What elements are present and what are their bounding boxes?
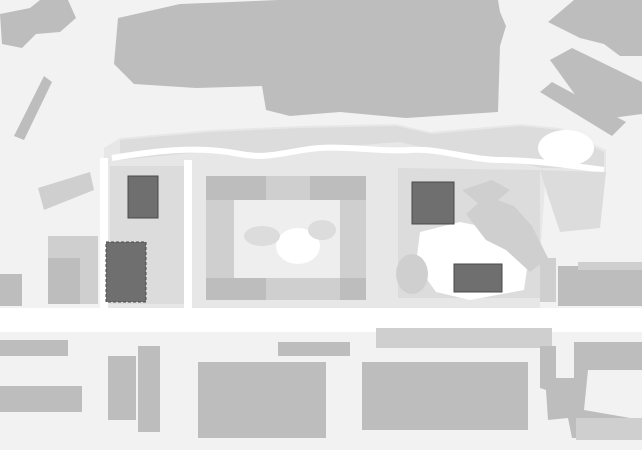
green-right-diagonal [540,170,606,232]
walk-strip-left [100,158,108,310]
building-bottom-strip [376,328,552,348]
building-left-angled [38,172,94,210]
building-right-site-1 [540,258,556,302]
building-bottom-narrow-1 [108,356,136,420]
highlighted-building-2 [105,241,147,303]
building-left-block-inner [48,258,80,304]
building-left-edge [0,274,22,306]
courtyard-planting-2 [308,220,336,240]
building-topleft-diagonal [14,76,52,140]
highlighted-building-1 [127,175,159,219]
right-plaza-wave-2 [462,180,510,210]
highlighted-building-4 [453,263,503,293]
building-bottom-right-cluster [540,342,642,438]
building-topright-1 [548,0,642,56]
courtyard-block-right-mid [340,200,366,278]
building-bottom-center-small [278,342,350,356]
courtyard-planting-1 [244,226,280,246]
building-top-large [114,0,506,118]
courtyard-plaza-oval [276,228,320,264]
building-topright-3 [540,82,626,136]
courtyard-block-bottom-mid [266,278,340,300]
building-bottom-left-2 [0,386,82,412]
building-bottom-narrow-2 [138,346,160,432]
building-topleft-1 [0,0,76,48]
building-bottom-right-large [362,362,528,430]
highlighted-building-3 [411,181,455,225]
right-plaza-oval [396,254,428,294]
right-plaza-wave-1 [466,196,548,272]
building-bottom-right-light [576,418,642,440]
building-right-site-2 [558,266,642,306]
building-bottom-center-large [198,362,326,438]
building-topright-2 [550,48,642,118]
building-bottom-left-1 [0,340,68,356]
courtyard-block-top-mid [266,176,310,200]
plaza-oval-right [538,130,594,166]
building-right-site-3 [578,262,642,270]
corridor-path [111,144,605,173]
walk-strip-inner [184,160,192,310]
courtyard-block-left-mid [206,200,234,278]
